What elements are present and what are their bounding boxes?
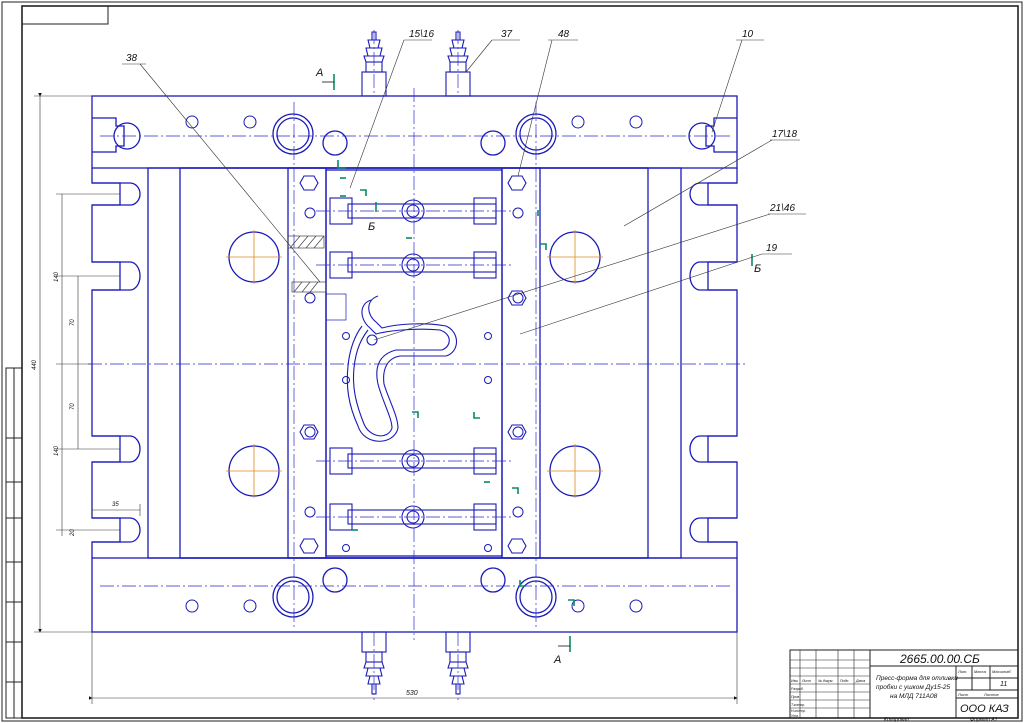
dimension-lines — [34, 93, 738, 704]
section-hatch — [287, 235, 347, 321]
title-block — [789, 649, 1019, 719]
hex-nuts — [299, 175, 527, 554]
drawing-designation: 2665.00.00.СБ — [899, 652, 980, 666]
guide-bushings — [228, 113, 601, 618]
row-date: Дата — [855, 679, 865, 683]
row-tkontr: Т.контр. — [791, 703, 805, 707]
col-list: Лист — [957, 692, 969, 697]
row-doc: № докум. — [818, 679, 833, 683]
dim-70-bottom: 70 — [70, 403, 76, 410]
label-17-18: 17\18 — [772, 129, 797, 140]
dim-140-top: 140 — [54, 271, 60, 282]
section-a-top: А — [315, 67, 323, 79]
axis-lines — [88, 30, 745, 700]
dim-140-bottom: 140 — [54, 445, 60, 456]
row-nkontr: Н.контр. — [791, 709, 806, 713]
section-a-bottom: А — [553, 654, 561, 666]
label-37: 37 — [501, 29, 513, 40]
circle-centres — [226, 230, 603, 498]
leader-lines — [122, 39, 806, 341]
section-arrows — [322, 74, 753, 652]
section-b-left: Б — [368, 221, 375, 233]
dim-20: 20 — [70, 529, 76, 537]
section-labels: А А Б Б — [315, 67, 761, 666]
title-block-text: 2665.00.00.СБ Пресс-форма для отливки пр… — [791, 652, 1011, 723]
section-marks — [337, 160, 575, 606]
col-lists: Листов — [983, 692, 999, 697]
label-38: 38 — [126, 53, 138, 64]
leader-labels: 38 15\16 37 48 10 17\18 21\46 19 — [126, 29, 797, 254]
drawing-name-line2: пробки с ушком Ду15-25 — [876, 683, 951, 691]
row-sign: Подп. — [840, 679, 849, 683]
label-19: 19 — [766, 243, 778, 254]
part-cavity — [346, 295, 458, 442]
label-15-16: 15\16 — [409, 29, 434, 40]
label-48: 48 — [558, 29, 570, 40]
col-scale: Масштаб — [992, 669, 1011, 674]
row-izm: Изм. — [791, 679, 798, 683]
dim-530: 530 — [406, 690, 418, 697]
bolt-holes — [185, 115, 643, 613]
sheet-count: 11 — [1000, 681, 1007, 688]
format-label: Формат А1 — [970, 717, 998, 723]
label-21-46: 21\46 — [769, 203, 795, 214]
dim-440: 440 — [32, 359, 38, 370]
section-b-right: Б — [754, 263, 761, 275]
drawing-name-line3: на МЛД 711А08 — [890, 693, 938, 700]
col-lit: Лит. — [957, 669, 967, 674]
company-name: ООО КАЗ — [960, 703, 1009, 715]
dim-35: 35 — [112, 502, 119, 508]
row-razrab: Разраб. — [791, 687, 804, 691]
copied-label: Копировал — [884, 717, 909, 723]
dimension-labels: 440 140 70 70 140 20 35 530 — [32, 271, 418, 697]
drawing-name-line1: Пресс-форма для отливки — [876, 674, 958, 682]
label-10: 10 — [742, 29, 754, 40]
col-mass: Масса — [974, 669, 987, 674]
row-utv: Утв. — [791, 714, 799, 718]
row-prov: Пров. — [791, 695, 800, 699]
dim-70-top: 70 — [70, 319, 76, 326]
row-list: Лист — [801, 679, 811, 683]
